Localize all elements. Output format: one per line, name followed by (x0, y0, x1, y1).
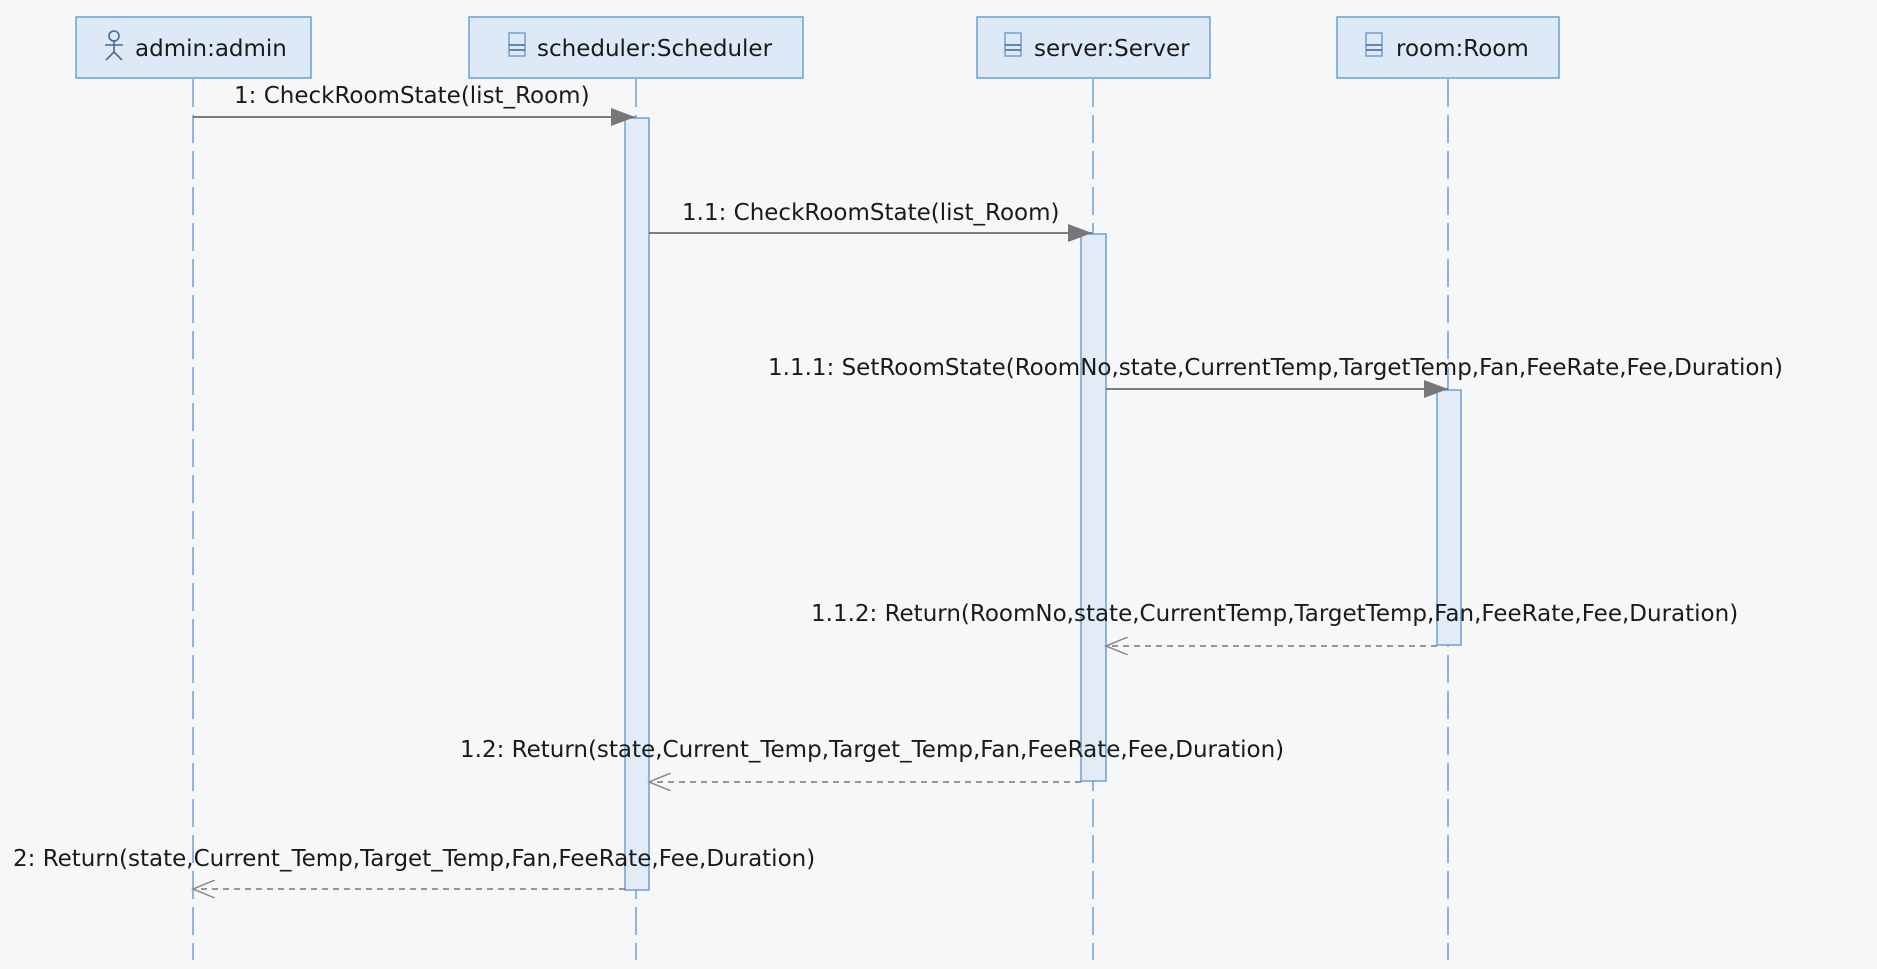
lifeline-server-label: server:Server (1034, 36, 1190, 62)
message-1[interactable]: 1: CheckRoomState(list_Room) (193, 83, 635, 126)
lifeline-admin[interactable]: admin:admin (75, 16, 312, 79)
message-1-1-2-label: 1.1.2: Return(RoomNo,state,CurrentTemp,T… (811, 601, 1738, 627)
lifeline-scheduler-label: scheduler:Scheduler (537, 36, 773, 62)
activation-server (1080, 233, 1107, 782)
message-1-1-1-label: 1.1.1: SetRoomState(RoomNo,state,Current… (768, 355, 1783, 381)
message-1-1-label: 1.1: CheckRoomState(list_Room) (682, 200, 1060, 226)
lifeline-admin-label: admin:admin (135, 36, 287, 62)
message-1-label: 1: CheckRoomState(list_Room) (234, 83, 590, 109)
message-2-label: 2: Return(state,Current_Temp,Target_Temp… (13, 846, 815, 872)
activation-scheduler (624, 117, 650, 891)
activation-room (1436, 389, 1462, 646)
message-1-2[interactable]: 1.2: Return(state,Current_Temp,Target_Te… (460, 737, 1284, 782)
actor-icon (105, 30, 123, 61)
message-1-1[interactable]: 1.1: CheckRoomState(list_Room) (649, 200, 1092, 242)
lifeline-room[interactable]: room:Room (1336, 16, 1560, 79)
message-1-2-label: 1.2: Return(state,Current_Temp,Target_Te… (460, 737, 1284, 763)
message-1-1-1[interactable]: 1.1.1: SetRoomState(RoomNo,state,Current… (768, 355, 1783, 398)
message-1-1-2[interactable]: 1.1.2: Return(RoomNo,state,CurrentTemp,T… (811, 601, 1738, 646)
class-icon (1365, 32, 1383, 57)
message-2[interactable]: 2: Return(state,Current_Temp,Target_Temp… (13, 846, 815, 889)
lifeline-server[interactable]: server:Server (976, 16, 1211, 79)
class-icon (1004, 32, 1022, 57)
lifeline-scheduler[interactable]: scheduler:Scheduler (468, 16, 804, 79)
lifeline-room-label: room:Room (1396, 36, 1529, 62)
class-icon (508, 32, 526, 57)
